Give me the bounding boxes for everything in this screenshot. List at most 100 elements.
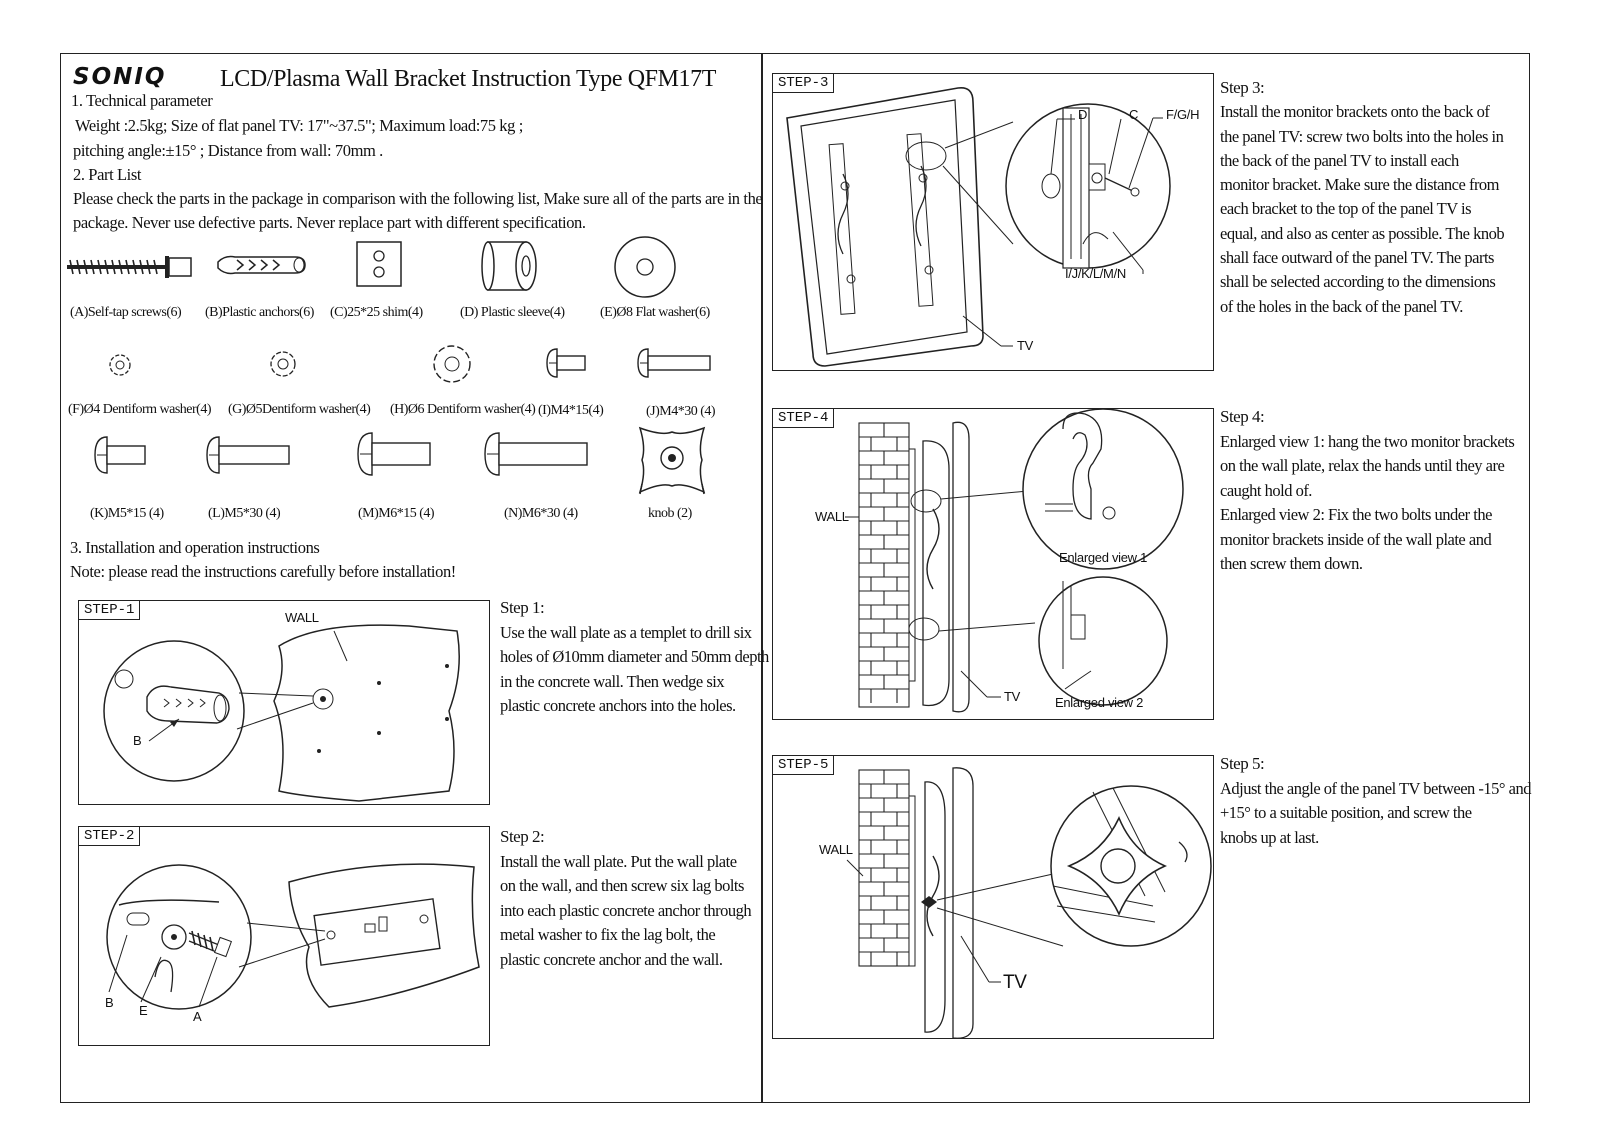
part-label-k: (K)M5*15 (4) bbox=[90, 506, 164, 521]
step5-figure: STEP-5 WALL TV bbox=[772, 755, 1214, 1039]
bolt-m5-30-icon bbox=[206, 436, 290, 474]
step3-line: shall be selected according to the dimen… bbox=[1220, 272, 1496, 292]
parts-intro-line-1: Please check the parts in the package in… bbox=[73, 189, 763, 208]
step5-tv-label: TV bbox=[1003, 972, 1027, 993]
part-label-a: (A)Self-tap screws(6) bbox=[70, 305, 182, 320]
bolt-m4-15-icon bbox=[546, 348, 586, 378]
step2-drawing bbox=[106, 863, 480, 1010]
step3-line: each bracket to the top of the panel TV … bbox=[1220, 199, 1472, 219]
step5-text: Step 5: Adjust the angle of the panel TV… bbox=[1220, 752, 1531, 850]
step1-b-label: B bbox=[133, 733, 142, 748]
part-label-c: (C)25*25 shim(4) bbox=[330, 305, 423, 320]
step3-ijklmn-label: I/J/K/L/M/N bbox=[1065, 266, 1126, 281]
technical-line-1: Weight :2.5kg; Size of flat panel TV: 17… bbox=[75, 116, 523, 135]
self-tap-screw-icon bbox=[67, 256, 192, 278]
bolt-m6-30-icon bbox=[484, 432, 588, 476]
part-label-j: (J)M4*30 (4) bbox=[646, 404, 716, 419]
part-label-b: (B)Plastic anchors(6) bbox=[205, 305, 314, 320]
part-label-e: (E)Ø8 Flat washer(6) bbox=[600, 305, 710, 320]
dentiform-washer-4-icon bbox=[109, 354, 131, 376]
step1-tag: STEP-1 bbox=[79, 601, 141, 620]
part-label-h: (H)Ø6 Dentiform washer(4) bbox=[390, 402, 536, 417]
step2-tag: STEP-2 bbox=[79, 827, 141, 846]
step3-drawing bbox=[786, 86, 1171, 367]
step2-line: Install the wall plate. Put the wall pla… bbox=[500, 851, 737, 871]
step4-tv-label: TV bbox=[1004, 689, 1021, 704]
step5-brick-wall bbox=[858, 769, 910, 967]
page-title: LCD/Plasma Wall Bracket Instruction Type… bbox=[220, 66, 716, 92]
step3-tv-label: TV bbox=[1017, 338, 1034, 353]
part-label-n: (N)M6*30 (4) bbox=[504, 506, 578, 521]
step3-c-label: C bbox=[1129, 107, 1139, 122]
technical-line-2: pitching angle:±15° ; Distance from wall… bbox=[73, 141, 383, 160]
dentiform-washer-6-icon bbox=[433, 345, 471, 383]
flat-washer-icon bbox=[614, 236, 676, 298]
step3-title: Step 3: bbox=[1220, 78, 1265, 97]
step1-figure: STEP-1 WALL B bbox=[78, 600, 490, 805]
step1-wall-label: WALL bbox=[285, 610, 319, 625]
step1-line: in the concrete wall. Then wedge six bbox=[500, 671, 725, 691]
step4-line: monitor brackets inside of the wall plat… bbox=[1220, 529, 1492, 549]
bolt-m6-15-icon bbox=[357, 432, 431, 476]
brand-logo: SONIQ bbox=[73, 64, 167, 90]
page-frame bbox=[60, 53, 1530, 1103]
step5-line: +15° to a suitable position, and screw t… bbox=[1220, 803, 1472, 822]
step2-title: Step 2: bbox=[500, 827, 545, 846]
bolt-m4-30-icon bbox=[637, 348, 711, 378]
step3-line: the back of the panel TV to install each bbox=[1220, 150, 1459, 170]
step4-tag: STEP-4 bbox=[773, 409, 835, 428]
dentiform-washer-5-icon bbox=[270, 351, 296, 377]
step4-text: Step 4: Enlarged view 1: hang the two mo… bbox=[1220, 405, 1515, 577]
step5-wall-label: WALL bbox=[819, 842, 853, 857]
step2-b-label: B bbox=[105, 995, 114, 1010]
knob-icon bbox=[638, 426, 706, 495]
part-label-d: (D) Plastic sleeve(4) bbox=[460, 305, 565, 320]
plastic-anchor-icon bbox=[217, 255, 306, 275]
step2-a-label: A bbox=[193, 1009, 202, 1024]
part-label-f: (F)Ø4 Dentiform washer(4) bbox=[68, 402, 212, 417]
step2-line: on the wall, and then screw six lag bolt… bbox=[500, 876, 744, 895]
step5-line: Adjust the angle of the panel TV between… bbox=[1220, 778, 1531, 798]
step3-line: of the holes in the back of the panel TV… bbox=[1220, 296, 1463, 316]
step4-enlarged-view-1-label: Enlarged view 1 bbox=[1059, 550, 1147, 565]
step2-line: metal washer to fix the lag bolt, the bbox=[500, 925, 716, 944]
step5-drawing bbox=[846, 767, 1212, 1039]
step3-d-label: D bbox=[1078, 107, 1088, 122]
step4-line: then screw them down. bbox=[1220, 554, 1363, 573]
step3-line: Install the monitor brackets onto the ba… bbox=[1220, 102, 1490, 122]
step1-drawing bbox=[103, 624, 460, 802]
step3-line: equal, and also as center as possible. T… bbox=[1220, 223, 1505, 243]
step4-line: Enlarged view 2: Fix the two bolts under… bbox=[1220, 505, 1492, 524]
step3-line: monitor bracket. Make sure the distance … bbox=[1220, 175, 1500, 195]
step5-line: knobs up at last. bbox=[1220, 827, 1319, 847]
bolt-m5-15-icon bbox=[94, 436, 146, 474]
step4-line: caught hold of. bbox=[1220, 480, 1312, 500]
parts-intro-line-2: package. Never use defective parts. Neve… bbox=[73, 213, 586, 232]
step1-title: Step 1: bbox=[500, 598, 545, 617]
install-note: Note: please read the instructions caref… bbox=[70, 562, 456, 581]
step3-figure: STEP-3 D C F/G/H I/J/K/L/M/N TV bbox=[772, 73, 1214, 371]
step5-title: Step 5: bbox=[1220, 754, 1265, 773]
step2-figure: STEP-2 B E A bbox=[78, 826, 490, 1046]
part-label-g: (G)Ø5Dentiform washer(4) bbox=[228, 402, 371, 417]
step2-line: plastic concrete anchor and the wall. bbox=[500, 949, 723, 969]
step4-title: Step 4: bbox=[1220, 407, 1265, 426]
shim-icon bbox=[356, 241, 402, 287]
step3-text: Step 3: Install the monitor brackets ont… bbox=[1220, 76, 1505, 319]
step4-enlarged-view-2-label: Enlarged view 2 bbox=[1055, 695, 1143, 710]
section-parts-heading: 2. Part List bbox=[73, 165, 142, 184]
step1-line: Use the wall plate as a templet to drill… bbox=[500, 622, 752, 642]
section-install-heading: 3. Installation and operation instructio… bbox=[70, 538, 320, 557]
step1-text: Step 1: Use the wall plate as a templet … bbox=[500, 596, 769, 719]
part-label-l: (L)M5*30 (4) bbox=[208, 506, 281, 521]
plastic-sleeve-icon bbox=[481, 241, 537, 291]
column-divider bbox=[761, 53, 763, 1103]
step2-line: into each plastic concrete anchor throug… bbox=[500, 900, 752, 920]
step3-line: the panel TV: screw two bolts into the h… bbox=[1220, 126, 1504, 146]
step4-brick-wall bbox=[858, 422, 910, 708]
step4-drawing bbox=[845, 408, 1184, 713]
step3-tag: STEP-3 bbox=[773, 74, 835, 93]
step4-wall-label: WALL bbox=[815, 509, 849, 524]
step4-figure: STEP-4 WALL TV Enlarged view 1 Enlarged … bbox=[772, 408, 1214, 720]
step3-fgh-label: F/G/H bbox=[1166, 107, 1200, 122]
